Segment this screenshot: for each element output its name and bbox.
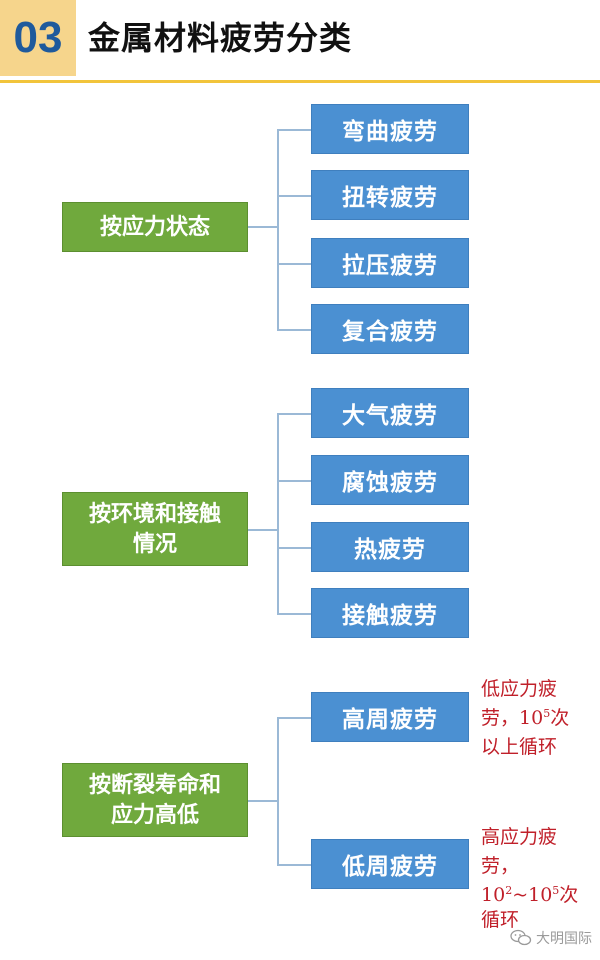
- connector-line: [277, 864, 311, 866]
- leaf-contact-fatigue: 接触疲劳: [311, 588, 469, 638]
- connector-line: [277, 413, 279, 615]
- connector-line: [248, 529, 277, 531]
- leaf-corrosion-fatigue: 腐蚀疲劳: [311, 455, 469, 505]
- connector-line: [277, 717, 311, 719]
- connector-line: [277, 129, 279, 331]
- category-label-line: 按环境和接触: [88, 501, 221, 527]
- connector-line: [277, 263, 311, 265]
- connector-line: [277, 329, 311, 331]
- category-label-line: 情况: [132, 531, 177, 557]
- category-label-line: 按应力状态: [99, 214, 210, 240]
- page-title: 金属材料疲劳分类: [88, 19, 353, 57]
- category-label-line: 应力高低: [110, 802, 199, 828]
- note-line: 循环: [481, 910, 520, 930]
- leaf-thermal-fatigue: 热疲劳: [311, 522, 469, 572]
- leaf-low-cycle-fatigue: 低周疲劳: [311, 839, 469, 889]
- note-line: 以上循环: [481, 736, 558, 758]
- leaf-combined-fatigue: 复合疲劳: [311, 304, 469, 354]
- header-divider: [0, 80, 600, 83]
- note-line: 劳，: [481, 855, 520, 877]
- note-high-cycle: 低应力疲 劳，105次 以上循环: [481, 675, 591, 762]
- note-line: 低应力疲: [481, 678, 558, 700]
- watermark: 大明国际: [510, 926, 592, 950]
- leaf-bending-fatigue: 弯曲疲劳: [311, 104, 469, 154]
- leaf-torsion-fatigue: 扭转疲劳: [311, 170, 469, 220]
- category-environment-contact: 按环境和接触 情况: [62, 492, 248, 566]
- note-low-cycle: 高应力疲 劳， 102~105次 循环: [481, 823, 591, 930]
- note-line: 劳，105次: [481, 707, 570, 729]
- category-label-line: 按断裂寿命和: [88, 772, 221, 798]
- note-line: 102~105次: [481, 884, 579, 906]
- note-line: 高应力疲: [481, 826, 558, 848]
- connector-line: [248, 226, 277, 228]
- category-stress-state: 按应力状态: [62, 202, 248, 252]
- connector-line: [277, 613, 311, 615]
- section-number-badge: 03: [0, 0, 76, 76]
- watermark-text: 大明国际: [536, 931, 592, 947]
- leaf-atmospheric-fatigue: 大气疲劳: [311, 388, 469, 438]
- connector-line: [277, 547, 311, 549]
- category-life-stress-level: 按断裂寿命和 应力高低: [62, 763, 248, 837]
- leaf-tension-compression-fatigue: 拉压疲劳: [311, 238, 469, 288]
- wechat-icon: [510, 929, 532, 946]
- connector-line: [277, 480, 311, 482]
- connector-line: [248, 800, 277, 802]
- connector-line: [277, 413, 311, 415]
- connector-line: [277, 129, 311, 131]
- connector-line: [277, 195, 311, 197]
- connector-line: [277, 717, 279, 866]
- leaf-high-cycle-fatigue: 高周疲劳: [311, 692, 469, 742]
